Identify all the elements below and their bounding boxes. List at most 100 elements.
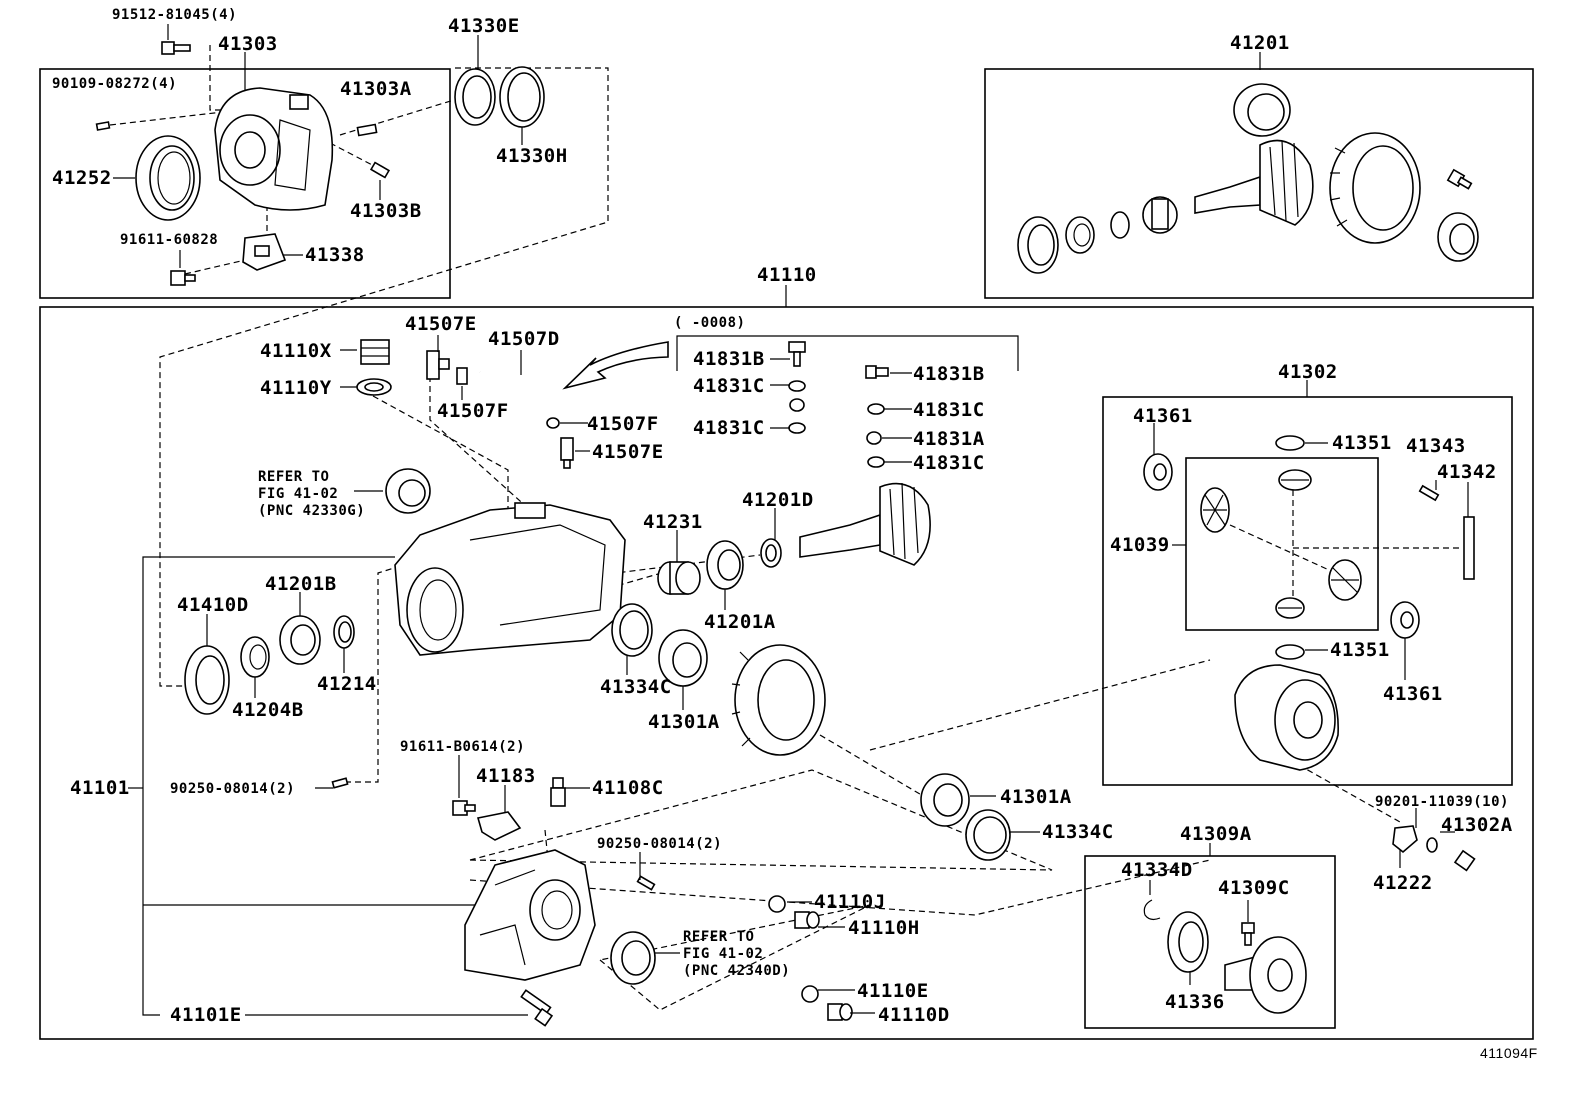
seal-41334C-a [611,603,653,657]
bearing-41201-e [1142,196,1178,234]
bearing-41201A [706,540,744,590]
label-41507F-b: 41507F [587,413,659,435]
pinion-shaft [799,482,931,566]
refer1-line2: FIG 41-02 [258,486,338,502]
label-41361-a: 41361 [1133,405,1193,427]
breather-41507E-a [426,350,450,380]
arrow-indicator [562,341,669,390]
label-41201D: 41201D [742,489,814,511]
clip-41507F-a [456,367,468,385]
refer2-line3: (PNC 42340D) [683,963,790,979]
refer2-line1: REFER TO [683,929,754,945]
washer-41201-d [1110,211,1130,239]
refer1-line3: (PNC 42330G) [258,503,365,519]
label-41334D: 41334D [1121,859,1193,881]
label-41110J: 41110J [814,891,886,913]
spacer-41214 [333,615,355,649]
refer2-line2: FIG 41-02 [683,946,763,962]
label-41342: 41342 [1437,461,1497,483]
breather-41108C [550,777,566,807]
label-41507F-a: 41507F [437,400,509,422]
label-41222: 41222 [1373,872,1433,894]
label-41330E: 41330E [448,15,520,37]
seal-42340D [610,931,656,985]
pinion-gear-41039-c [1328,559,1362,601]
gasket-41110E [801,985,819,1003]
label-90109-08272: 90109-08272(4) [52,76,177,92]
label-91512-81045: 91512-81045(4) [112,7,237,23]
label-41330H: 41330H [496,145,568,167]
label-41831B-a: 41831B [693,348,765,370]
label-41110D: 41110D [878,1004,950,1026]
bolt-41309C [1241,922,1255,946]
label-41110: 41110 [757,264,817,286]
label-41110X: 41110X [260,340,332,362]
label-41039: 41039 [1110,534,1170,556]
plate-41183 [476,811,522,841]
label-41108C: 41108C [592,777,664,799]
label-41231: 41231 [643,511,703,533]
pin-41303B [369,161,391,179]
plug-41110H [794,911,820,929]
bracket-41101 [142,556,395,1016]
bearing-41201-a [1233,83,1291,137]
box-41039-group [1185,457,1379,631]
pinion-41201 [1194,139,1314,226]
pin-41303A [356,123,378,137]
label-41361-b: 41361 [1383,683,1443,705]
label-41309C: 41309C [1218,877,1290,899]
washer-41361-a [1143,453,1173,491]
tube-41831A [789,398,882,445]
clip-41507F-b [546,417,560,429]
figure-id: 411094F [1480,1045,1538,1061]
label-41507E-b: 41507E [592,441,664,463]
washer-41831C-a [788,380,806,392]
pin-90250-b [636,875,656,891]
bolt-91512 [161,41,191,55]
diff-case [1234,664,1339,771]
nut-41201-c [1065,216,1095,254]
washer-41302A [1426,837,1438,853]
bolt-41101E [520,989,554,1027]
label-41101: 41101 [70,777,130,799]
bracket-41338 [242,233,287,271]
leader-lines [113,24,1469,1016]
label-41214: 41214 [317,673,377,695]
frame-boxes [39,68,1534,1040]
label-90250-08014-b: 90250-08014(2) [597,836,722,852]
pin-90109 [95,121,111,131]
label-90250-08014-a: 90250-08014(2) [170,781,295,797]
plug-41110D [827,1003,853,1021]
bolt-41831B-a [788,341,806,367]
label-41309A: 41309A [1180,823,1252,845]
range-bracket [676,335,1019,371]
refer1-line1: REFER TO [258,469,329,485]
label-41183: 41183 [476,765,536,787]
label-90201-11039: 90201-11039(10) [1375,794,1509,810]
label-41831C-b: 41831C [693,417,765,439]
gasket-41110J [768,895,786,913]
labels: 91512-81045(4) 41303 41330E 90109-08272(… [52,7,1538,1061]
label-41302A: 41302A [1441,814,1513,836]
seal-41330H [499,66,545,128]
seal-41252 [135,135,201,221]
seal-41334C-b [965,809,1011,861]
label-range: ( -0008) [674,315,745,331]
label-41831C-c: 41831C [913,399,985,421]
box-41201-group [984,68,1534,299]
label-41343: 41343 [1406,435,1466,457]
label-41351-a: 41351 [1332,432,1392,454]
shaft-41342 [1463,516,1475,580]
bolt-41831B-b [865,365,889,379]
label-41831C-d: 41831C [913,452,985,474]
label-41303B: 41303B [350,200,422,222]
bolt-41302A [1453,849,1476,872]
label-41201: 41201 [1230,32,1290,54]
seal-41201-b [1017,216,1059,274]
pin-90250-a [331,777,349,789]
label-91611-60828: 91611-60828 [120,232,218,248]
parts [95,41,1479,1027]
plug-41110X [360,339,390,365]
ring-gear-41201 [1329,132,1421,244]
